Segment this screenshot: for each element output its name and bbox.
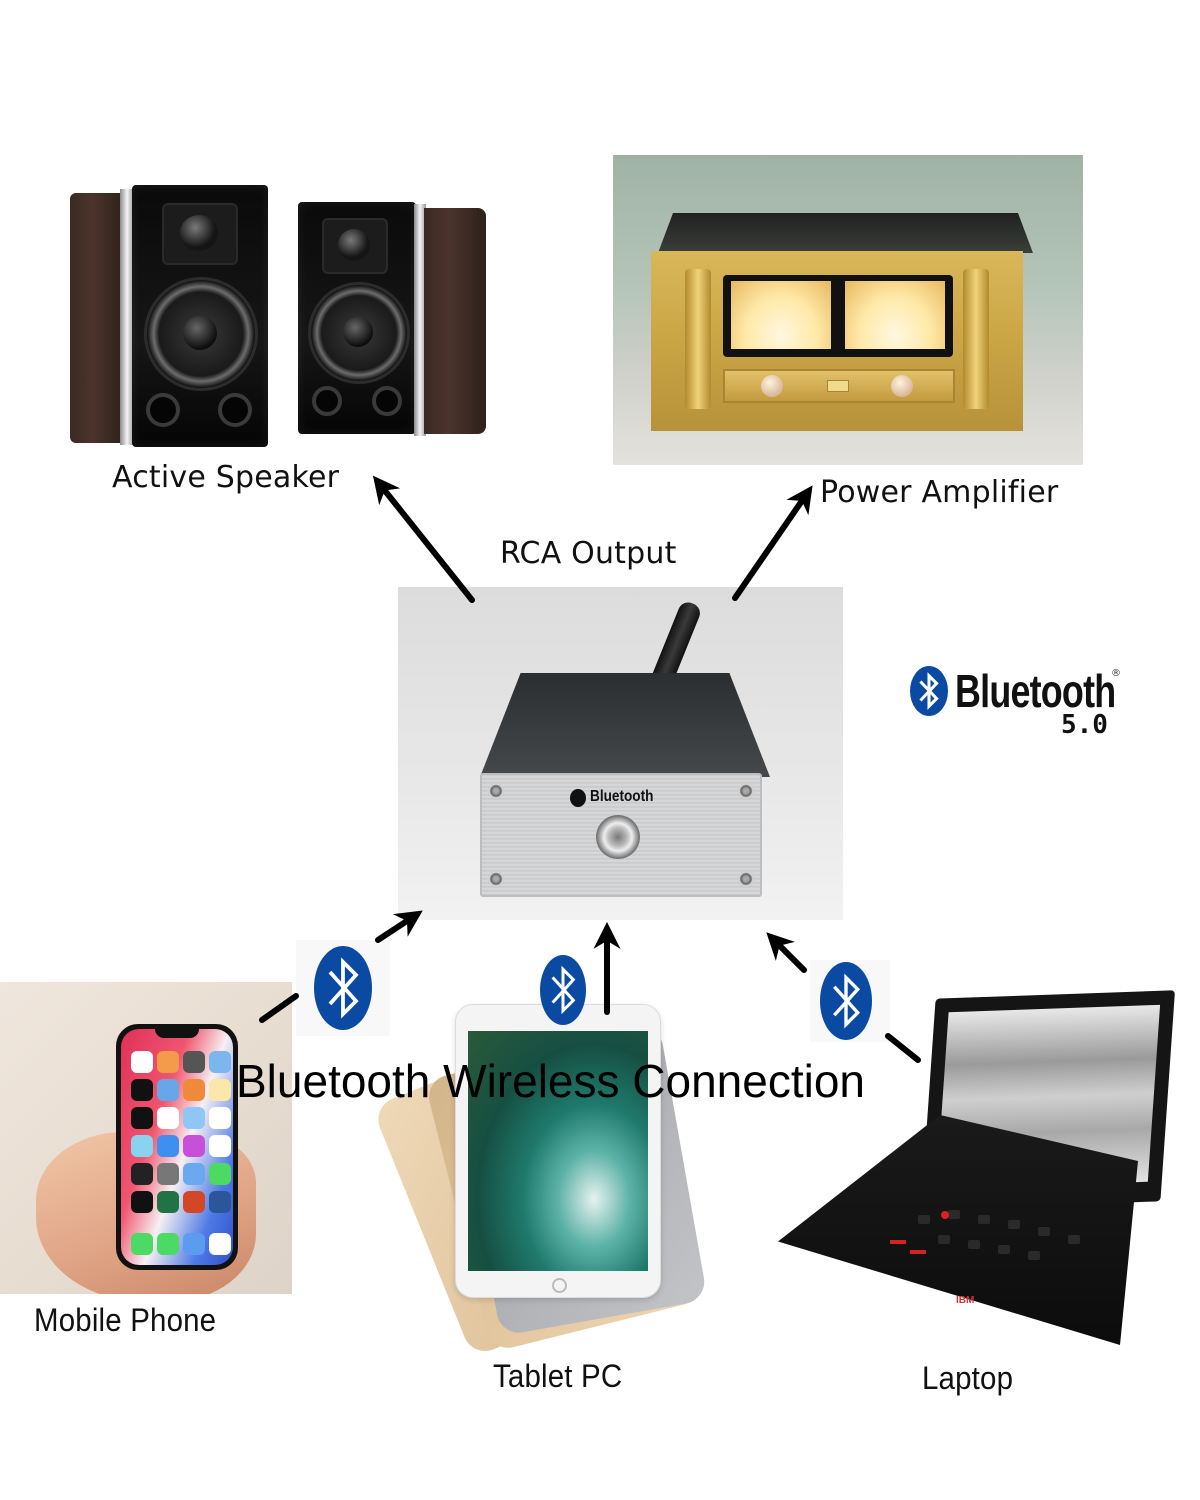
arrow-to-active-speaker bbox=[372, 475, 475, 603]
power-amplifier-image bbox=[613, 155, 1083, 465]
tablet-pc-image bbox=[371, 1000, 720, 1358]
laptop-label: Laptop bbox=[922, 1360, 1014, 1396]
bluetooth-icon bbox=[540, 955, 586, 1025]
active-speaker-label: Active Speaker bbox=[112, 460, 340, 495]
mobile-phone-image bbox=[0, 982, 292, 1294]
laptop-brand: IBM bbox=[956, 1295, 975, 1306]
power-button bbox=[596, 815, 640, 859]
bluetooth-badge-tablet bbox=[530, 955, 602, 1027]
speaker-left bbox=[70, 185, 270, 447]
device-brand-text: Bluetooth bbox=[590, 788, 654, 805]
bluetooth-icon bbox=[314, 946, 372, 1030]
laptop-image: IBM bbox=[778, 965, 1188, 1350]
bluetooth-badge-laptop bbox=[810, 960, 890, 1042]
mobile-phone-label: Mobile Phone bbox=[34, 1302, 217, 1338]
device-bluetooth-icon bbox=[570, 789, 586, 807]
arrow-to-power-amplifier bbox=[732, 485, 813, 601]
bluetooth-badge-phone bbox=[296, 940, 390, 1036]
bluetooth-icon bbox=[910, 666, 948, 716]
tablet-pc-label: Tablet PC bbox=[493, 1358, 623, 1394]
speaker-right bbox=[298, 202, 488, 442]
bluetooth-icon bbox=[820, 962, 872, 1040]
active-speaker-image bbox=[70, 180, 490, 460]
bluetooth-receiver-device: Bluetooth bbox=[398, 587, 843, 920]
rca-output-label: RCA Output bbox=[500, 536, 677, 571]
power-amplifier-label: Power Amplifier bbox=[820, 475, 1059, 510]
bluetooth-wireless-connection-caption: Bluetooth Wireless Connection bbox=[236, 1055, 865, 1107]
bluetooth-5-logo: Bluetooth ® 5.0 bbox=[905, 660, 1125, 750]
